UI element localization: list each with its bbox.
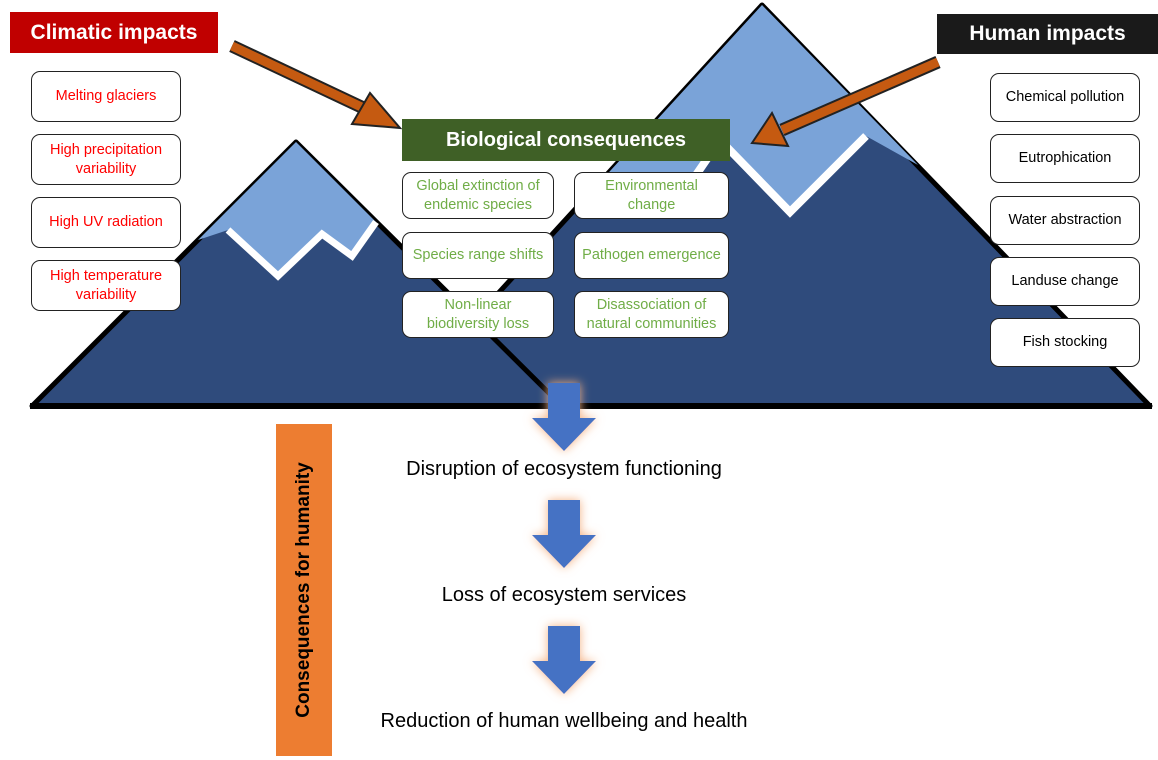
flow-arrow-2 (532, 500, 596, 568)
bio-item-global-extinction: Global extinction of endemic species (402, 172, 554, 219)
climatic-item-uv-radiation: High UV radiation (31, 197, 181, 248)
climatic-arrow (229, 40, 403, 130)
step-reduction-of-human-wellbeing: Reduction of human wellbeing and health (380, 710, 748, 732)
bio-item-environmental-change: Environmental change (574, 172, 729, 219)
consequences-for-humanity-label: Consequences for humanity (293, 462, 314, 718)
climatic-item-temperature: High temperature variability (31, 260, 181, 311)
bio-item-disassociation: Disassociation of natural communities (574, 291, 729, 338)
climatic-item-precipitation: High precipitation variability (31, 134, 181, 185)
climatic-impacts-header: Climatic impacts (10, 12, 218, 53)
left-mountain-snowline (225, 219, 379, 281)
biological-consequences-header: Biological consequences (402, 119, 730, 161)
consequences-for-humanity-bar: Consequences for humanity (276, 424, 332, 756)
step-loss-of-ecosystem-services: Loss of ecosystem services (441, 584, 687, 606)
bio-item-species-range-shifts: Species range shifts (402, 232, 554, 279)
human-item-chemical-pollution: Chemical pollution (990, 73, 1140, 122)
step-disruption-of-ecosystem-functioning: Disruption of ecosystem functioning (406, 458, 722, 480)
human-item-landuse-change: Landuse change (990, 257, 1140, 306)
bio-item-pathogen-emergence: Pathogen emergence (574, 232, 729, 279)
flow-arrow-3 (532, 626, 596, 694)
human-item-water-abstraction: Water abstraction (990, 196, 1140, 245)
human-item-eutrophication: Eutrophication (990, 134, 1140, 183)
flow-arrow-1 (532, 383, 596, 451)
human-item-fish-stocking: Fish stocking (990, 318, 1140, 367)
climatic-item-melting-glaciers: Melting glaciers (31, 71, 181, 122)
human-arrow (750, 56, 941, 148)
human-impacts-header: Human impacts (937, 14, 1158, 54)
bio-item-nonlinear-biodiversity-loss: Non-linear biodiversity loss (402, 291, 554, 338)
